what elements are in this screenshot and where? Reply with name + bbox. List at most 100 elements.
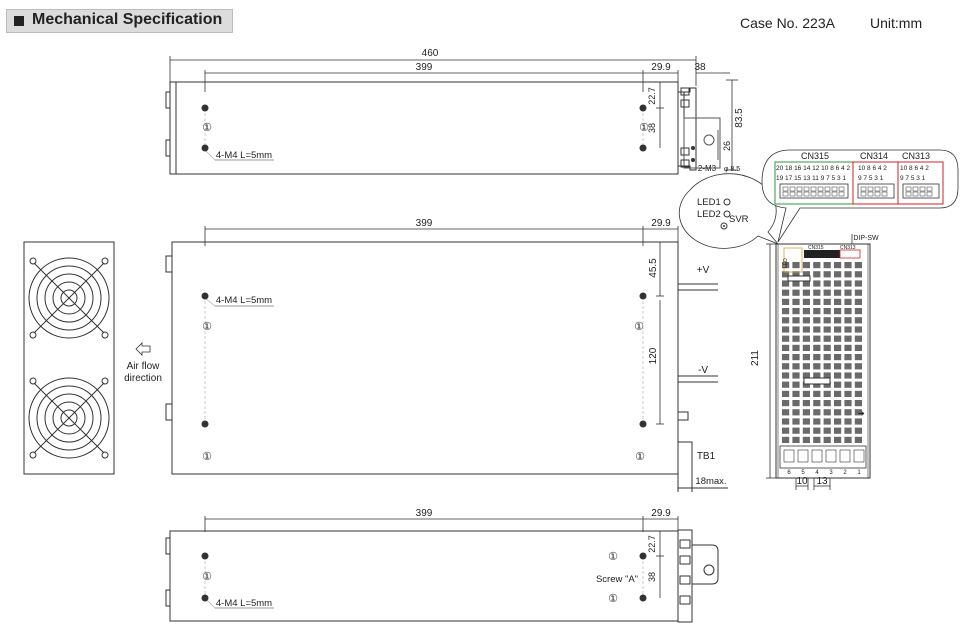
top-marker-left: ① xyxy=(202,122,212,134)
vent-slot xyxy=(834,409,842,416)
svr-label: SVR xyxy=(729,214,749,225)
vent-slot xyxy=(834,262,842,269)
vent-slot xyxy=(854,418,862,425)
dim-bottom-22-7: 22.7 xyxy=(647,535,657,553)
vent-slot xyxy=(782,372,790,379)
vent-slot xyxy=(782,344,790,351)
side-cn313-tag: CN313 xyxy=(840,245,856,251)
vent-slot xyxy=(782,262,790,269)
vent-slot xyxy=(782,335,790,342)
vent-slot xyxy=(823,298,831,305)
vent-slot xyxy=(802,390,810,397)
vent-slot xyxy=(782,436,790,443)
led1-label: LED1 xyxy=(697,197,721,208)
vent-slot xyxy=(834,308,842,315)
vent-slot xyxy=(792,317,800,324)
vent-slot xyxy=(834,354,842,361)
vent-slot xyxy=(792,298,800,305)
bottom-marker-1: ① xyxy=(202,571,212,583)
vent-slot xyxy=(854,271,862,278)
vent-slot xyxy=(802,317,810,324)
vent-slot xyxy=(823,289,831,296)
vent-slot xyxy=(823,363,831,370)
tb-num-3: 3 xyxy=(829,470,833,476)
tb-num-4: 4 xyxy=(815,470,819,476)
vent-slot xyxy=(823,271,831,278)
dim-front-45-5: 45.5 xyxy=(648,258,659,278)
vent-slot xyxy=(823,427,831,434)
vent-slot xyxy=(802,372,810,379)
vent-slot xyxy=(834,317,842,324)
vent-slot xyxy=(813,436,821,443)
led-svr-callout: LED1 LED2 SVR xyxy=(678,173,779,249)
unit-label: Unit:mm xyxy=(870,15,923,31)
vent-slot xyxy=(854,400,862,407)
vent-slot xyxy=(792,335,800,342)
airflow-label-1: Air flow xyxy=(127,361,161,372)
cn313-block: CN313 10 8 6 4 2 9 7 5 3 1 xyxy=(897,151,944,205)
vent-slot xyxy=(802,289,810,296)
vent-slot xyxy=(813,427,821,434)
tb-num-1: 1 xyxy=(857,470,861,476)
vent-slot xyxy=(782,308,790,315)
front-marker-4: ① xyxy=(635,451,645,463)
vent-slot xyxy=(802,262,810,269)
vent-slot xyxy=(844,409,852,416)
vent-slot xyxy=(792,344,800,351)
vent-slot xyxy=(844,289,852,296)
vent-slot xyxy=(823,317,831,324)
dim-front-399: 399 xyxy=(416,218,433,229)
cn314-top-pins: 10 8 6 4 2 xyxy=(858,165,887,172)
vent-slot xyxy=(834,326,842,333)
vent-slot xyxy=(792,427,800,434)
vent-slot xyxy=(813,381,821,388)
vent-slot xyxy=(834,372,842,379)
vent-slot xyxy=(802,418,810,425)
vent-slot xyxy=(792,271,800,278)
vent-slot xyxy=(844,280,852,287)
vent-slot xyxy=(823,354,831,361)
vent-slot xyxy=(782,409,790,416)
vent-slot xyxy=(844,390,852,397)
vent-slot xyxy=(823,400,831,407)
dim-bottom-29-9: 29.9 xyxy=(651,508,671,519)
vent-slot xyxy=(813,409,821,416)
front-marker-2: ① xyxy=(634,321,644,333)
vent-slot xyxy=(854,335,862,342)
vent-slot xyxy=(782,298,790,305)
vent-slot xyxy=(792,372,800,379)
case-number: Case No. 223A xyxy=(740,15,835,31)
vent-slot xyxy=(844,262,852,269)
vent-slot xyxy=(802,308,810,315)
vent-slot xyxy=(782,354,790,361)
cn315-top-pins: 20 18 16 14 12 10 8 6 4 2 xyxy=(776,165,850,172)
fan-bottom-icon xyxy=(28,377,110,459)
vent-slot xyxy=(834,335,842,342)
vent-slot xyxy=(823,308,831,315)
vent-slot xyxy=(823,372,831,379)
vent-slot xyxy=(854,427,862,434)
vent-slot xyxy=(844,363,852,370)
vent-slot xyxy=(813,280,821,287)
top-m3-label: 2-M3 xyxy=(698,164,717,173)
bottom-screw-label: 4-M4 L=5mm xyxy=(216,598,272,609)
vent-slot xyxy=(782,418,790,425)
vent-slot xyxy=(813,326,821,333)
vent-slot xyxy=(813,344,821,351)
vent-slot xyxy=(792,390,800,397)
vent-slot xyxy=(854,280,862,287)
vent-slot xyxy=(782,400,790,407)
vent-slot xyxy=(802,344,810,351)
vent-slot xyxy=(844,400,852,407)
vent-slot xyxy=(823,344,831,351)
vent-slot xyxy=(844,317,852,324)
vent-slot xyxy=(813,372,821,379)
vent-slot xyxy=(844,436,852,443)
vent-slot xyxy=(844,372,852,379)
vent-slot xyxy=(854,289,862,296)
vent-slot xyxy=(834,280,842,287)
vent-slot xyxy=(802,381,810,388)
vent-slot xyxy=(792,400,800,407)
vent-slot xyxy=(844,335,852,342)
airflow-label-2: direction xyxy=(124,373,162,384)
